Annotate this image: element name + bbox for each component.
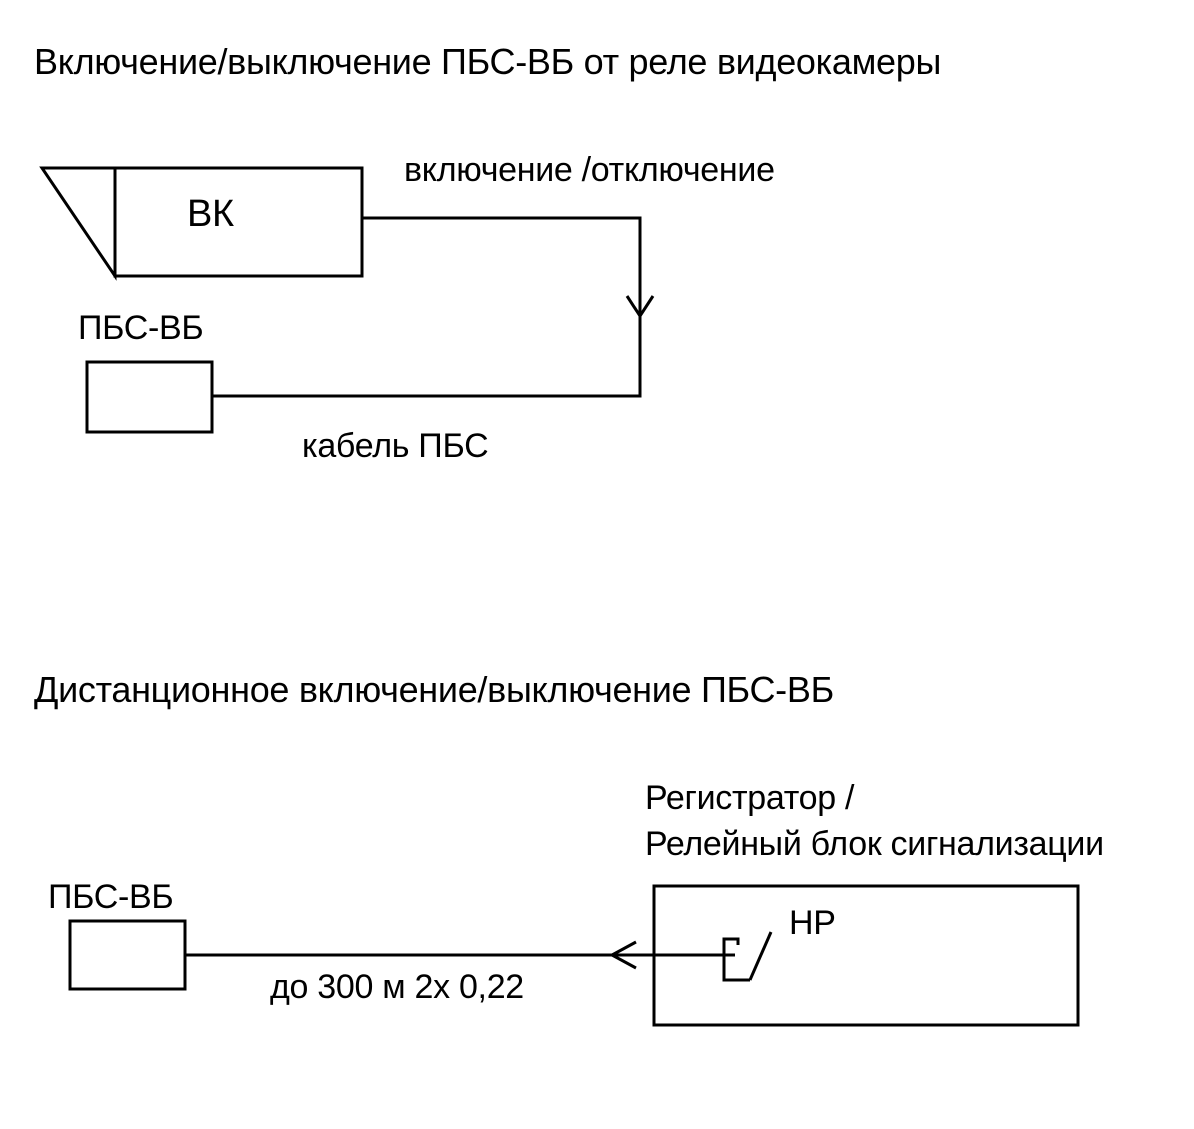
section1-title: Включение/выключение ПБС-ВБ от реле виде… [34, 41, 942, 82]
device-label-2: ПБС-ВБ [48, 878, 174, 916]
section2-title: Дистанционное включение/выключение ПБС-В… [34, 669, 834, 710]
relay-wire [212, 216, 642, 398]
contact-label: НР [789, 904, 836, 942]
contact-switch-icon [748, 931, 773, 981]
camera-label: ВК [187, 193, 234, 235]
down-arrow-icon [625, 295, 655, 319]
recorder-box [652, 884, 1080, 1027]
pbs-device-box-2 [68, 919, 187, 991]
device-label-1: ПБС-ВБ [78, 309, 204, 347]
camera-box [113, 166, 364, 278]
pbs-device-box-1 [85, 360, 214, 434]
cable-label-2: до 300 м 2х 0,22 [270, 968, 524, 1006]
contact-terminal-top [722, 937, 740, 955]
camera-lens-shape [39, 166, 117, 281]
left-arrow-icon [608, 940, 637, 970]
cable-label-1: кабель ПБС [302, 427, 489, 465]
contact-terminal-bottom [722, 955, 750, 982]
recorder-label-line1: Регистратор / [645, 779, 855, 817]
signal-label: включение /отключение [404, 151, 775, 189]
recorder-label-line2: Релейный блок сигнализации [645, 825, 1104, 863]
